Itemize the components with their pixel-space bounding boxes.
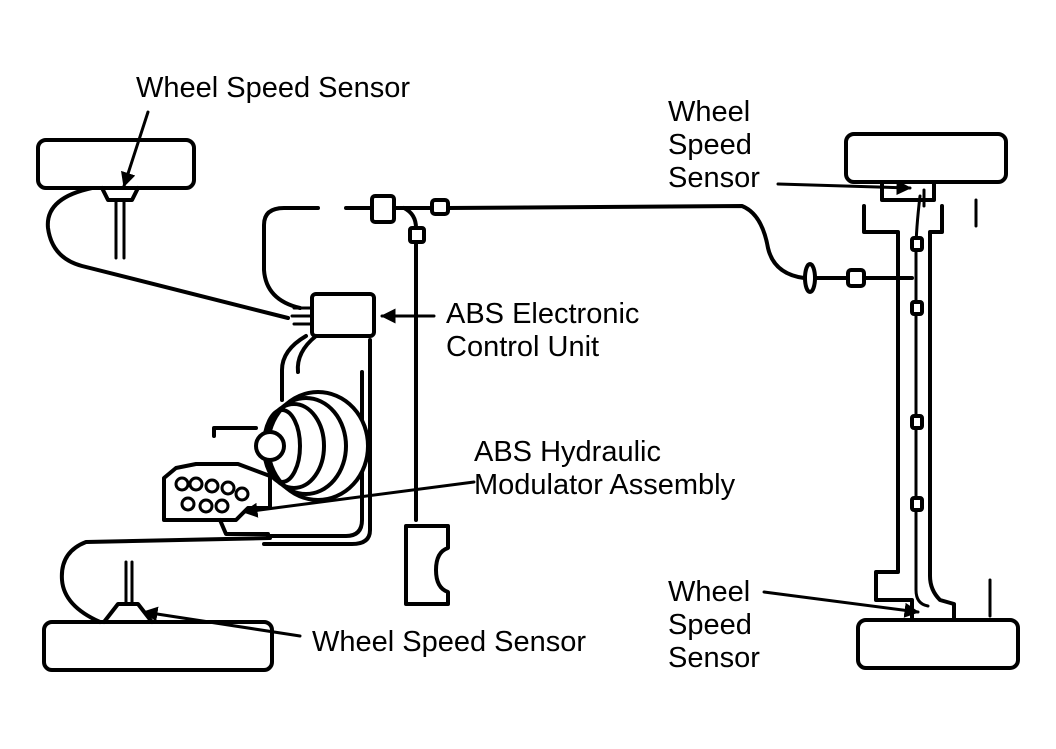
front-right-wheel	[844, 132, 1008, 184]
right-chassis	[844, 132, 1020, 670]
front-left-wheel	[36, 138, 290, 320]
harness-connector	[370, 194, 396, 224]
label-abs-electronic-control-unit: ABS Electronic Control Unit	[446, 298, 640, 363]
front-left-wheel-speed-sensor	[100, 186, 140, 202]
modulator-harness	[262, 338, 372, 546]
rear-left-sensor-wire	[59, 536, 272, 624]
main-harness	[262, 194, 914, 546]
label-rear-right-wheel-speed-sensor: Wheel Speed Sensor	[668, 576, 760, 674]
ecu-drop-wire	[402, 206, 418, 522]
leader-arrows	[121, 110, 920, 638]
rear-right-wheel	[856, 618, 1020, 670]
harness-clip-block	[404, 524, 450, 606]
label-rear-left-wheel-speed-sensor: Wheel Speed Sensor	[312, 626, 587, 658]
front-right-wheel-speed-sensor	[880, 180, 936, 202]
label-front-left-wheel-speed-sensor: Wheel Speed Sensor	[136, 72, 411, 104]
front-left-sensor-wire	[45, 186, 290, 320]
label-front-right-wheel-speed-sensor: Wheel Speed Sensor	[668, 96, 760, 194]
label-abs-hydraulic-modulator-assembly: ABS Hydraulic Modulator Assembly	[474, 436, 736, 501]
abs-electronic-control-unit	[262, 206, 376, 402]
abs-hydraulic-modulator-assembly	[162, 390, 370, 536]
rear-left-wheel	[42, 536, 274, 672]
ecu-harness	[262, 206, 320, 310]
